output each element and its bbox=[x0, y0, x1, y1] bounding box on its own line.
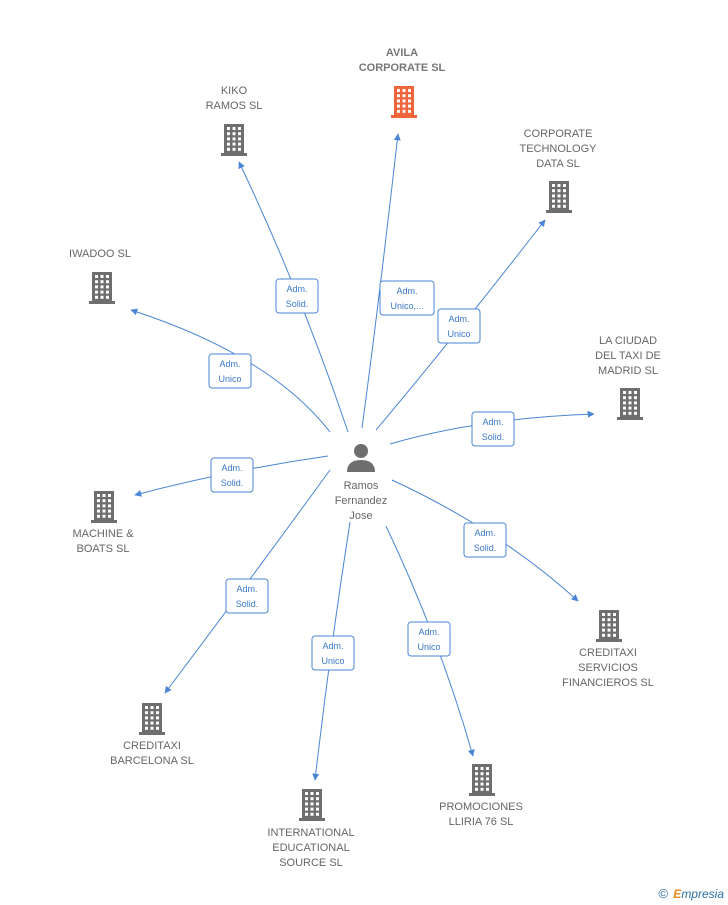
company-name-line: CREDITAXI bbox=[123, 740, 181, 752]
company-name-line: MACHINE & bbox=[72, 528, 134, 540]
relation-text-line: Solid. bbox=[482, 432, 505, 442]
relation-text-line: Adm. bbox=[448, 314, 469, 324]
company-node-promociones-lliria[interactable]: PROMOCIONES LLIRIA 76 SL bbox=[439, 764, 523, 828]
company-name-line: FINANCIEROS SL bbox=[562, 677, 654, 689]
company-name-line: KIKO bbox=[221, 85, 248, 97]
relation-text-line: Solid. bbox=[474, 543, 497, 553]
company-name-line: BOATS SL bbox=[77, 543, 130, 555]
company-name-line: RAMOS SL bbox=[206, 100, 263, 112]
company-node-ciudad-taxi[interactable]: LA CIUDAD DEL TAXI DE MADRID SL bbox=[595, 335, 661, 420]
relation-text-line: Solid. bbox=[236, 599, 259, 609]
center-name-line-2: Fernandez bbox=[335, 495, 388, 507]
company-name-line: BARCELONA SL bbox=[110, 755, 194, 767]
company-node-iwadoo[interactable]: IWADOO SL bbox=[69, 248, 131, 304]
nodes-layer: AVILA CORPORATE SL KIKO RAMOS SL CORPORATE TE… bbox=[69, 47, 661, 869]
company-node-international-educational[interactable]: INTERNATIONAL EDUCATIONAL SOURCE SL bbox=[267, 789, 355, 869]
edge-avila bbox=[361, 133, 401, 429]
person-icon bbox=[347, 444, 375, 472]
company-name-line: SERVICIOS bbox=[578, 662, 638, 674]
company-name-line: EDUCATIONAL bbox=[272, 842, 349, 854]
building-icon bbox=[469, 764, 495, 796]
company-node-machine-boats[interactable]: MACHINE & BOATS SL bbox=[72, 491, 134, 555]
company-name-line: AVILA bbox=[386, 47, 418, 59]
footer-brand: © Empresia bbox=[658, 886, 724, 901]
relation-label-promociones-lliria[interactable]: Adm. Unico bbox=[407, 621, 451, 657]
company-node-creditaxi-servicios[interactable]: CREDITAXI SERVICIOS FINANCIEROS SL bbox=[562, 610, 654, 689]
building-icon bbox=[391, 86, 417, 118]
relation-text-line: Adm. bbox=[236, 584, 257, 594]
building-icon bbox=[546, 181, 572, 213]
company-name-line: PROMOCIONES bbox=[439, 801, 523, 813]
building-icon bbox=[596, 610, 622, 642]
company-node-avila[interactable]: AVILA CORPORATE SL bbox=[359, 47, 446, 118]
copyright-symbol: © bbox=[658, 886, 668, 901]
relation-text-line: Adm. bbox=[418, 627, 439, 637]
relation-text-line: Adm. bbox=[482, 417, 503, 427]
relation-label-creditaxi-barcelona[interactable]: Adm. Solid. bbox=[225, 578, 269, 614]
center-person[interactable]: Ramos Fernandez Jose bbox=[335, 444, 388, 522]
relation-label-iwadoo[interactable]: Adm. Unico bbox=[208, 353, 252, 389]
building-icon bbox=[139, 703, 165, 735]
company-node-corporate-technology[interactable]: CORPORATE TECHNOLOGY DATA SL bbox=[519, 128, 597, 213]
relation-text-line: Adm. bbox=[221, 463, 242, 473]
relation-text-line: Solid. bbox=[286, 299, 309, 309]
company-name-line: TECHNOLOGY bbox=[519, 143, 597, 155]
building-icon bbox=[89, 272, 115, 304]
company-node-kiko[interactable]: KIKO RAMOS SL bbox=[206, 85, 263, 156]
company-name-line: INTERNATIONAL bbox=[267, 827, 354, 839]
company-name-line: MADRID SL bbox=[598, 365, 658, 377]
relation-label-machine-boats[interactable]: Adm. Solid. bbox=[210, 457, 254, 493]
relation-text-line: Adm. bbox=[396, 286, 417, 296]
relation-text-line: Adm. bbox=[474, 528, 495, 538]
center-name-line-3: Jose bbox=[349, 510, 372, 522]
relation-text-line: Adm. bbox=[322, 641, 343, 651]
relation-text-line: Unico,... bbox=[390, 301, 423, 311]
brand-name: mpresia bbox=[681, 887, 724, 901]
relation-text-line: Unico bbox=[417, 642, 440, 652]
brand-initial: E bbox=[673, 887, 682, 901]
relation-labels-layer: Adm.Unico,...Adm.Solid.Adm.UnicoAdm.Unic… bbox=[208, 278, 515, 671]
company-name-line: DATA SL bbox=[536, 158, 580, 170]
company-node-creditaxi-barcelona[interactable]: CREDITAXI BARCELONA SL bbox=[110, 703, 194, 767]
relation-text-line: Unico bbox=[447, 329, 470, 339]
company-name-line: LLIRIA 76 SL bbox=[449, 816, 514, 828]
company-name-line: CREDITAXI bbox=[579, 647, 637, 659]
company-name-line: CORPORATE SL bbox=[359, 62, 446, 74]
company-name-line: IWADOO SL bbox=[69, 248, 131, 260]
building-icon bbox=[299, 789, 325, 821]
relation-label-kiko[interactable]: Adm. Solid. bbox=[275, 278, 319, 314]
relation-text-line: Adm. bbox=[286, 284, 307, 294]
building-icon bbox=[617, 388, 643, 420]
company-name-line: LA CIUDAD bbox=[599, 335, 657, 347]
relation-label-avila[interactable]: Adm. Unico,... bbox=[379, 280, 435, 316]
relation-label-corporate-technology[interactable]: Adm. Unico bbox=[437, 308, 481, 344]
relation-text-line: Adm. bbox=[219, 359, 240, 369]
company-name-line: CORPORATE bbox=[524, 128, 593, 140]
relation-text-line: Solid. bbox=[221, 478, 244, 488]
relation-text-line: Unico bbox=[321, 656, 344, 666]
relation-label-ciudad-taxi[interactable]: Adm. Solid. bbox=[471, 411, 515, 447]
relation-label-international-educational[interactable]: Adm. Unico bbox=[311, 635, 355, 671]
building-icon bbox=[221, 124, 247, 156]
company-name-line: SOURCE SL bbox=[279, 857, 343, 869]
center-name-line-1: Ramos bbox=[344, 480, 379, 492]
company-name-line: DEL TAXI DE bbox=[595, 350, 661, 362]
relation-label-creditaxi-servicios[interactable]: Adm. Solid. bbox=[463, 522, 507, 558]
relation-text-line: Unico bbox=[218, 374, 241, 384]
building-icon bbox=[91, 491, 117, 523]
